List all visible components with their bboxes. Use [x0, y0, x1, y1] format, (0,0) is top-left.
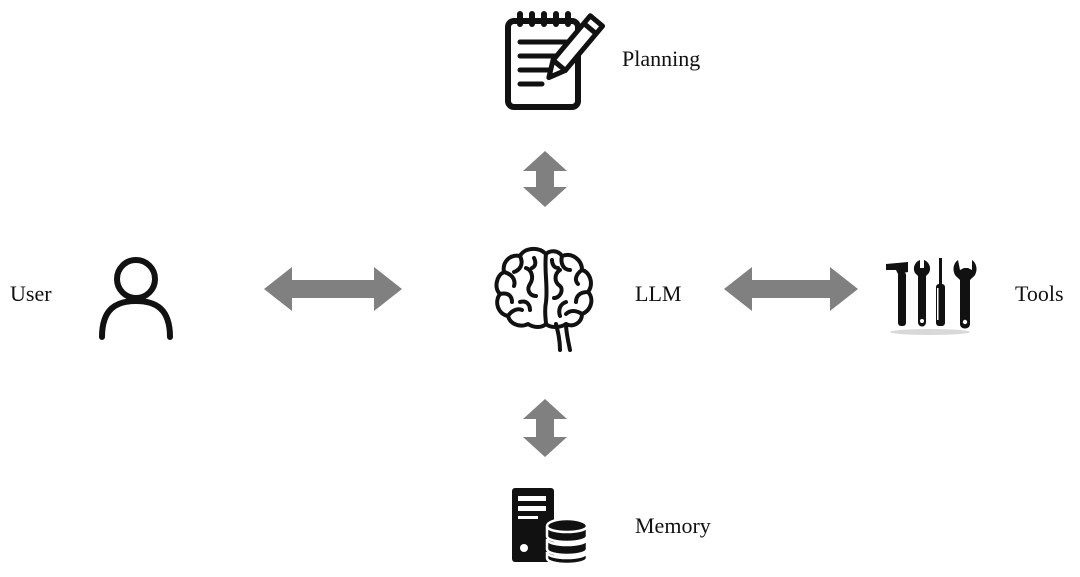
- llm-memory-arrow: [523, 399, 567, 457]
- user-label: User: [10, 281, 52, 306]
- person-icon: [99, 257, 173, 340]
- llm-tools-arrow: [724, 267, 858, 311]
- server-database-icon: [512, 488, 589, 566]
- hammer-wrench-screwdriver-icon: [886, 258, 977, 335]
- brain-icon: [494, 247, 594, 352]
- user-llm-arrow: [264, 267, 402, 311]
- llm-label: LLM: [635, 281, 682, 306]
- planning-label: Planning: [622, 46, 701, 71]
- memory-label: Memory: [635, 513, 711, 538]
- notepad-pencil-icon: [505, 11, 606, 110]
- planning-llm-arrow: [523, 151, 567, 207]
- tools-label: Tools: [1015, 281, 1064, 306]
